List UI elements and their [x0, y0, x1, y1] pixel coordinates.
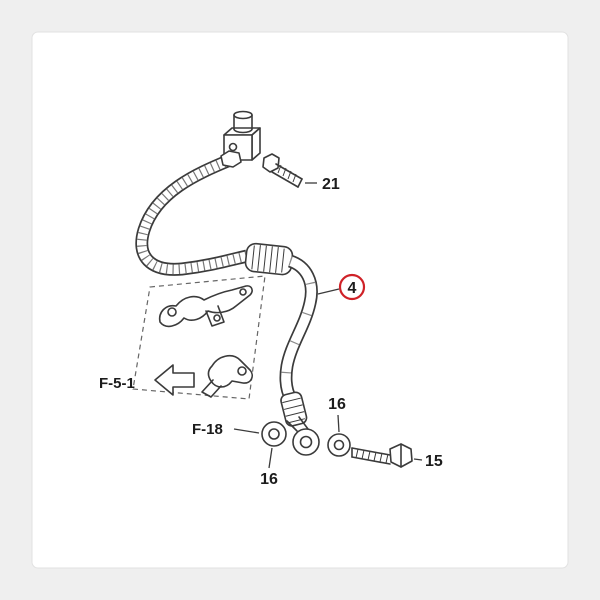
bolt-21-drawing	[262, 153, 303, 188]
ref-f51-label[interactable]: F-5-1	[99, 375, 135, 392]
bracket-hole	[239, 288, 247, 296]
bracket-hole	[213, 314, 221, 322]
clamp-drawing	[201, 354, 253, 398]
arrow-left-icon[interactable]	[154, 364, 195, 396]
dashed-reference-box	[132, 275, 266, 400]
brake-hose-lower-drawing	[279, 254, 318, 403]
washer-16-right-drawing	[327, 433, 351, 457]
leader-16-right	[337, 414, 340, 433]
callout-21-label[interactable]: 21	[322, 176, 340, 193]
leader-4	[317, 288, 340, 295]
hose-collar-drawing	[244, 242, 294, 276]
bolt-15-drawing	[351, 443, 413, 468]
leader-15	[413, 458, 423, 461]
leader-16-left	[268, 447, 273, 469]
top-valve-fitting-drawing	[220, 110, 261, 168]
callout-16-left-label[interactable]: 16	[260, 471, 278, 488]
bracket-hole	[167, 307, 177, 317]
leader-f18	[233, 428, 260, 434]
banjo-eyelet-drawing	[286, 416, 320, 456]
ref-f18-label[interactable]: F-18	[192, 421, 223, 438]
brake-hose-upper-drawing	[135, 153, 249, 276]
part-4-callout-circle[interactable]	[338, 273, 366, 301]
part-4-callout-label[interactable]: 4	[348, 280, 357, 297]
diagram-panel	[31, 31, 569, 569]
washer-16-left-drawing	[261, 421, 287, 447]
callout-16-right-label[interactable]: 16	[328, 396, 346, 413]
bracket-drawing	[158, 285, 253, 328]
callout-15-label[interactable]: 15	[425, 453, 443, 470]
clamp-hole	[237, 366, 247, 376]
